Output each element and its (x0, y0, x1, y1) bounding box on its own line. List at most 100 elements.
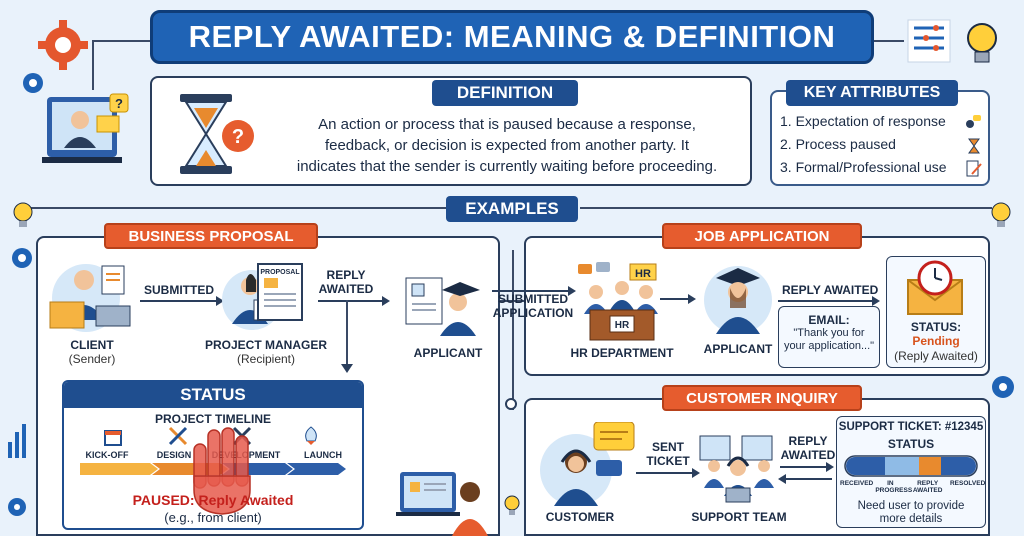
hr-sign: HR (635, 268, 651, 280)
ticket-word: TICKET (646, 454, 690, 468)
ci-reply-awaited: REPLY AWAITED (778, 434, 838, 462)
small-gear-icon (23, 73, 43, 93)
business-proposal-header: BUSINESS PROPOSAL (104, 223, 318, 249)
person-laptop-icon (396, 472, 488, 536)
pm-label: PROJECT MANAGER (204, 338, 327, 352)
ticket-status: STATUS (887, 437, 935, 451)
support-label: SUPPORT TEAM (691, 510, 787, 524)
bar-chart-icon (8, 424, 26, 458)
applicant-label-right: APPLICANT (703, 342, 773, 356)
status-pending: Pending (912, 334, 960, 348)
reply-awaited-arrow (318, 296, 390, 306)
calendar-icon (104, 430, 122, 446)
paused-example: (e.g., from client) (164, 510, 262, 525)
hr-label: HR DEPARTMENT (570, 346, 674, 360)
status-header: STATUS (64, 382, 362, 408)
key-attributes-header: KEY ATTRIBUTES (786, 80, 958, 106)
ci-reply-arrow-right (780, 462, 834, 472)
customer-icon (540, 422, 635, 506)
pm-sub: (Recipient) (236, 352, 296, 366)
hourglass-icon: ? (180, 94, 254, 174)
sent-word: SENT (651, 440, 684, 454)
definition-line-1: An action or process that is paused beca… (318, 116, 696, 133)
stage-resolved: RESOLVED (949, 480, 986, 487)
side-gear-icon (12, 248, 32, 268)
examples-header: EXAMPLES (446, 196, 578, 222)
stage-reply-awaited: REPLY AWAITED (912, 480, 943, 494)
reply-word: REPLY (788, 434, 828, 448)
email-line-1: "Thank you for (793, 327, 865, 339)
submitted-application: SUBMITTED APPLICATION (490, 292, 576, 320)
support-team-icon (699, 435, 774, 503)
paused-text: PAUSED: Reply Awaited (132, 492, 294, 508)
page-title: REPLY AWAITED: MEANING & DEFINITION (150, 10, 874, 64)
rocket-icon (305, 426, 317, 445)
awaited-word: AWAITED (780, 448, 836, 462)
bottom-gear-icon (8, 498, 26, 516)
customer-inquiry-header: CUSTOMER INQUIRY (662, 385, 862, 411)
applicant-label-mid: APPLICANT (413, 346, 483, 360)
ci-reply-arrow-left (778, 474, 832, 484)
stop-hand-icon (193, 427, 251, 515)
submitted-arrow (140, 296, 224, 306)
timeline-title: PROJECT TIMELINE (154, 412, 271, 426)
design-tools-icon (168, 426, 188, 446)
attribute-item: 2. Process paused (780, 136, 896, 152)
submitted-label: SUBMITTED (144, 283, 214, 297)
definition-text: An action or process that is paused beca… (272, 114, 742, 177)
bp-reply-awaited: REPLY AWAITED (316, 268, 376, 296)
client-sub: (Sender) (68, 352, 116, 366)
awaited-word: AWAITED (318, 282, 374, 296)
hr-department-icon: HR HR (578, 262, 658, 341)
phase-design: DESIGN (156, 450, 192, 460)
client-icon (49, 264, 131, 332)
gear-icon (38, 20, 88, 70)
submitted-application-arrow (492, 286, 576, 296)
ticket-stages: RECEIVED IN PROGRESS REPLY AWAITED RESOL… (840, 480, 986, 494)
email-box: EMAIL: "Thank you for your application..… (778, 306, 880, 368)
phase-launch: LAUNCH (304, 450, 342, 460)
status-pending-sub: (Reply Awaited) (894, 349, 978, 363)
hr-to-applicant-arrow (660, 294, 696, 304)
project-manager-icon: PROPOSAL (222, 263, 303, 330)
phase-kickoff: KICK-OFF (85, 450, 129, 460)
sent-ticket: SENT TICKET (636, 440, 700, 468)
small-lightbulb-icon (504, 495, 520, 515)
application-word: APPLICATION (492, 306, 574, 320)
reply-word: REPLY (326, 268, 366, 282)
submitted-word: SUBMITTED (498, 292, 568, 306)
lightbulb-left-icon (13, 202, 33, 227)
ticket-note: Need user to provide more details (836, 500, 986, 526)
key-attributes-list: 1. Expectation of response 2. Process pa… (780, 110, 980, 179)
speech-person-icon (966, 115, 981, 128)
definition-line-3: indicates that the sender is currently w… (296, 158, 718, 175)
stage-in-progress: IN PROGRESS (875, 480, 913, 494)
email-label: EMAIL: (808, 313, 850, 327)
applicant-icon (405, 277, 480, 336)
ja-reply-awaited: REPLY AWAITED (782, 283, 879, 297)
lightbulb-icon (967, 23, 997, 63)
person-at-computer-icon: ? (42, 93, 129, 163)
document-pen-icon (966, 160, 982, 177)
hourglass-small-icon (968, 138, 980, 154)
ja-reply-arrow (778, 296, 880, 306)
svg-text:?: ? (232, 126, 244, 148)
envelope-clock-icon (907, 260, 963, 315)
svg-text:?: ? (115, 96, 123, 111)
attribute-item: 3. Formal/Professional use (780, 159, 947, 175)
definition-line-2: feedback, or decision is expected from a… (324, 137, 690, 154)
sent-ticket-arrow (636, 468, 700, 478)
client-label: CLIENT (70, 338, 114, 352)
job-application-header: JOB APPLICATION (662, 223, 862, 249)
stage-received: RECEIVED (840, 480, 874, 487)
lightbulb-right-icon (991, 202, 1011, 227)
checklist-icon (907, 19, 951, 63)
right-gear-icon (992, 376, 1014, 398)
svg-text:HR: HR (615, 320, 630, 331)
attribute-item: 1. Expectation of response (780, 113, 946, 129)
applicant-graduate-icon (704, 266, 772, 334)
note-line-2: more details (879, 513, 943, 525)
status-label: STATUS: (910, 320, 962, 334)
proposal-doc-text: PROPOSAL (260, 269, 300, 276)
email-line-2: your application..." (783, 340, 875, 352)
